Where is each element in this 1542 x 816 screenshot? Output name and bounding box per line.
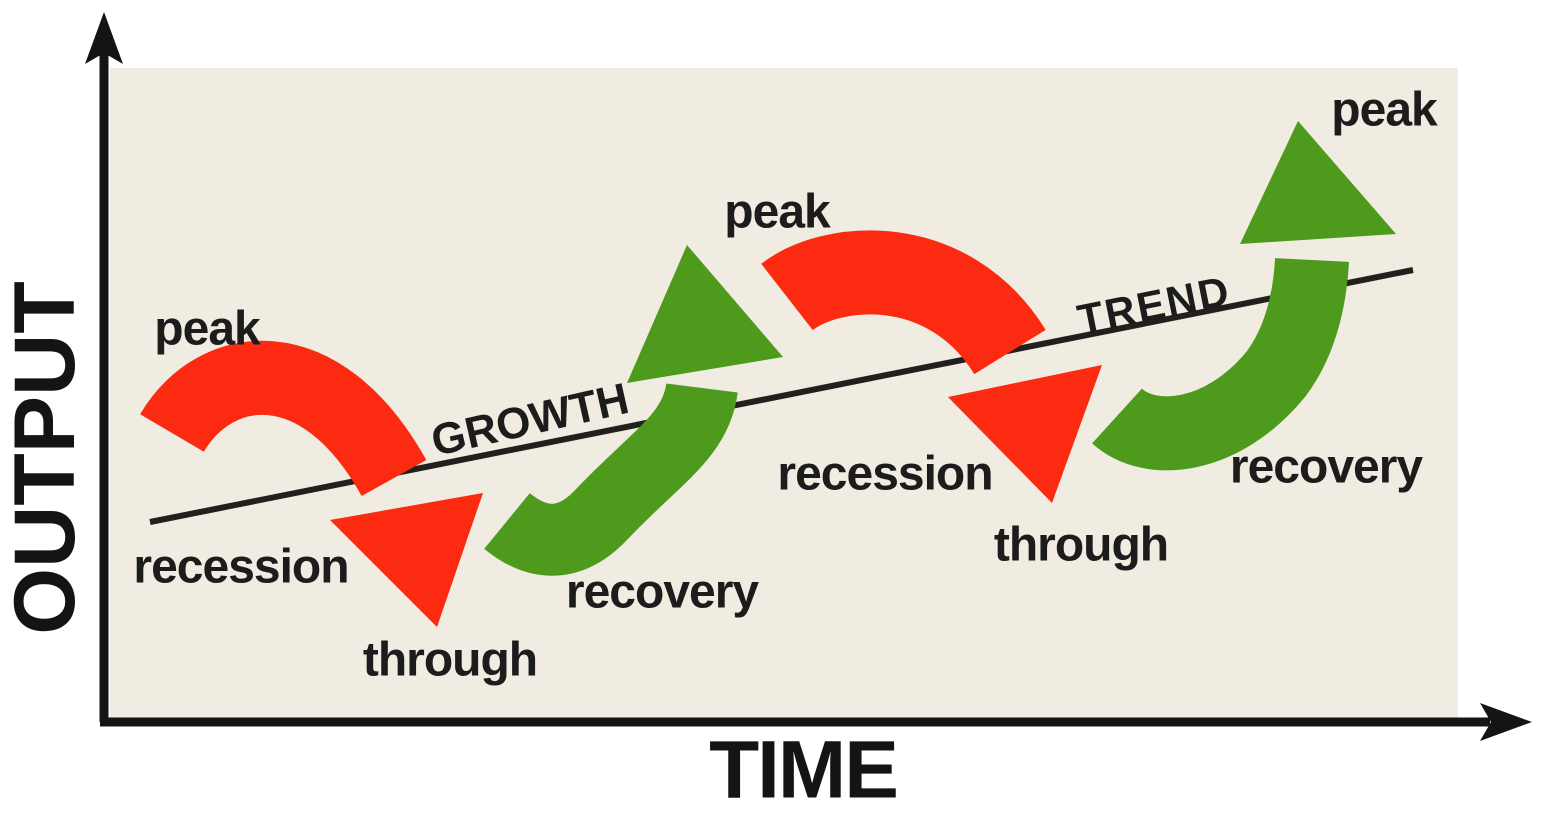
label-peak-2: peak bbox=[724, 186, 831, 239]
label-trough-1: through bbox=[363, 634, 537, 687]
recession-arrow-1-head bbox=[330, 493, 483, 627]
label-peak-1: peak bbox=[154, 303, 261, 356]
label-peak-3: peak bbox=[1331, 84, 1438, 137]
x-axis-label: TIME bbox=[709, 725, 897, 816]
label-trough-2: through bbox=[994, 519, 1168, 572]
label-recovery-1: recovery bbox=[566, 566, 759, 619]
x-axis-arrowhead-icon bbox=[1480, 703, 1532, 741]
recovery-arrow-2-head bbox=[1240, 121, 1396, 244]
recovery-arrow-2-body bbox=[1092, 257, 1349, 471]
recovery-arrow-1-head bbox=[627, 245, 783, 383]
recovery-arrow-1-body bbox=[484, 381, 738, 576]
recession-arrow-2-head bbox=[948, 365, 1102, 503]
recovery-arrow-1 bbox=[484, 245, 783, 576]
y-axis-arrowhead-icon bbox=[85, 12, 123, 64]
recession-arrow-1-body bbox=[140, 340, 427, 497]
recession-arrow-2 bbox=[761, 230, 1102, 503]
y-axis-label: OUTPUT bbox=[0, 281, 93, 635]
label-recovery-2: recovery bbox=[1230, 441, 1423, 494]
recovery-arrow-2 bbox=[1092, 121, 1396, 471]
recession-arrow-1 bbox=[140, 340, 483, 627]
label-recession-2: recession bbox=[777, 448, 992, 501]
label-recession-1: recession bbox=[133, 541, 348, 594]
recession-arrow-2-body bbox=[761, 230, 1046, 376]
